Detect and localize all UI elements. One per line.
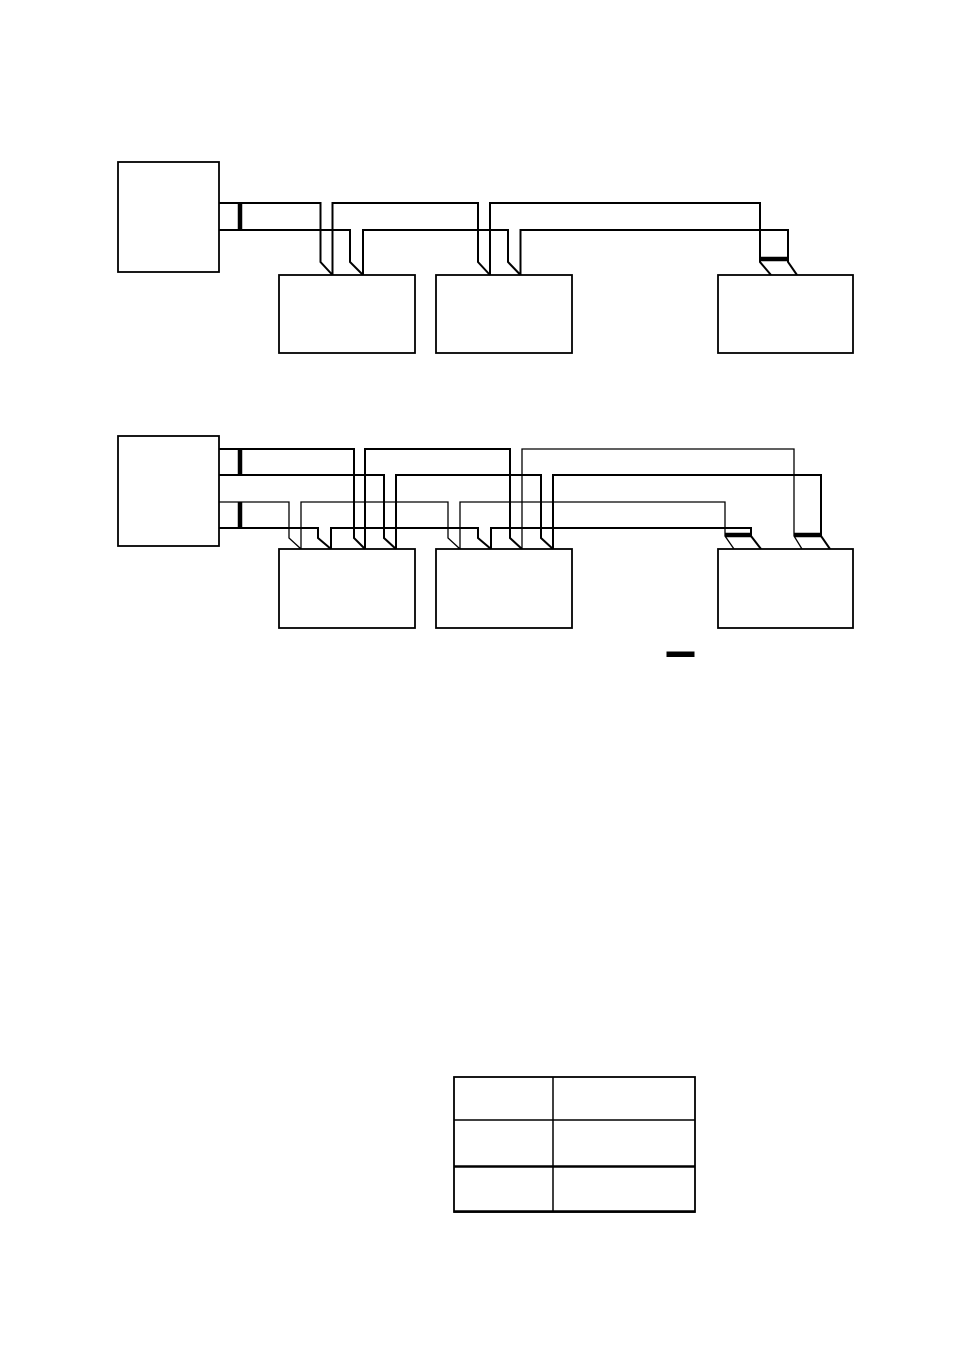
wire-bus-1 [219,202,334,276]
legend-thick-line-mark [666,651,695,657]
wire-bus-1 [219,448,366,550]
wire-link-1b [395,474,554,550]
source-box [117,161,220,273]
wire-link-1a [331,202,491,276]
empty-table [453,1076,696,1213]
device-box-1 [278,274,416,354]
source-box [117,435,220,547]
wire-link-1c [300,501,461,550]
wire-bus-2 [219,229,364,276]
wire-link-2c [459,501,735,550]
diagram-bottom [117,435,854,657]
wire-link-1d [330,527,492,550]
wire-link-2b [519,229,798,276]
wire-bus-4 [219,527,332,550]
wire-link-2a [489,202,772,276]
wire-bus-3 [219,501,302,550]
diagram-top [117,161,854,354]
wire-link-1b [362,229,522,276]
table-border [453,1076,696,1213]
device-box-2 [435,548,573,629]
device-box-2 [435,274,573,354]
wire-bus-2 [219,474,397,550]
device-box-1 [278,548,416,629]
wire-link-2a [521,448,803,550]
wire-link-1a [364,448,523,550]
wire-link-2b [552,474,831,550]
wire-link-2d [490,527,762,550]
device-box-3 [717,548,854,629]
device-box-3 [717,274,854,354]
